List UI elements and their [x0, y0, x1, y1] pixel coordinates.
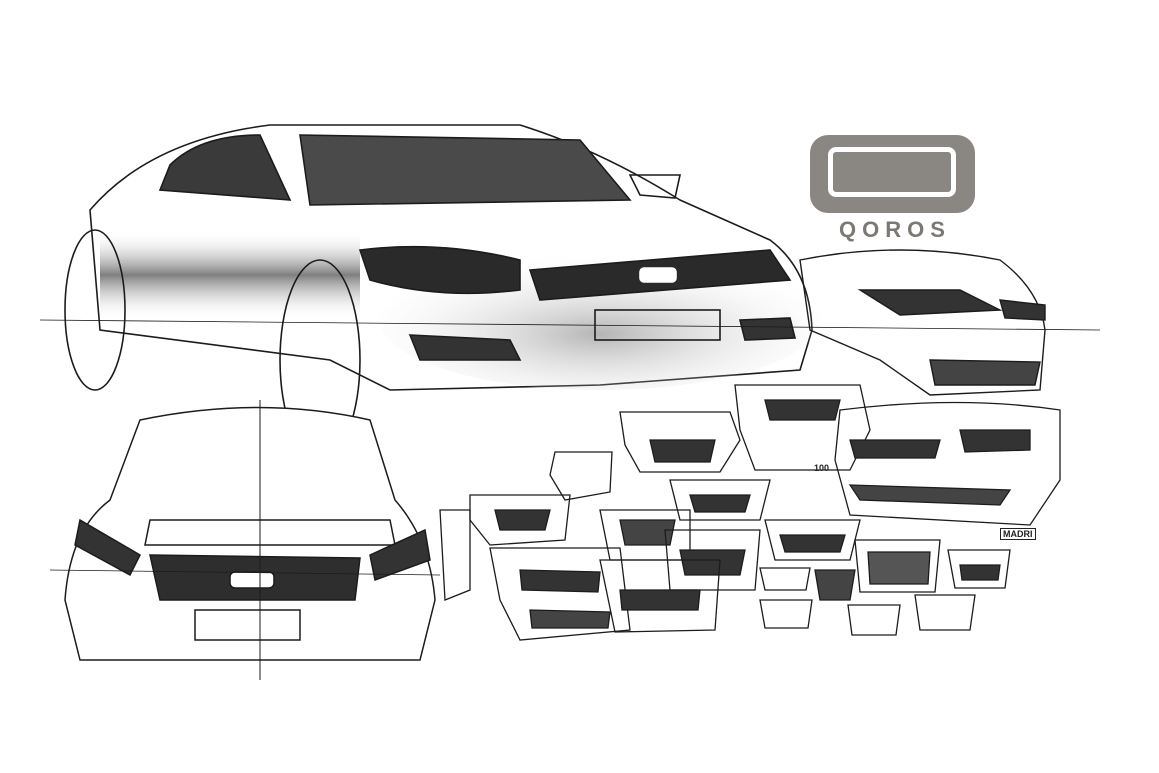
main-car-sketch [39, 124, 1101, 461]
grille-studies [439, 384, 1061, 641]
right-car-sketch [799, 249, 1046, 396]
front-view-sketch [49, 400, 441, 680]
artist-signature: MADRI [1000, 528, 1036, 540]
qoros-wordmark: QOROS [839, 217, 951, 242]
annotation-number: 100 [814, 463, 830, 473]
qoros-logo-mark-icon [810, 135, 975, 213]
qoros-logo: QOROS [808, 135, 978, 242]
